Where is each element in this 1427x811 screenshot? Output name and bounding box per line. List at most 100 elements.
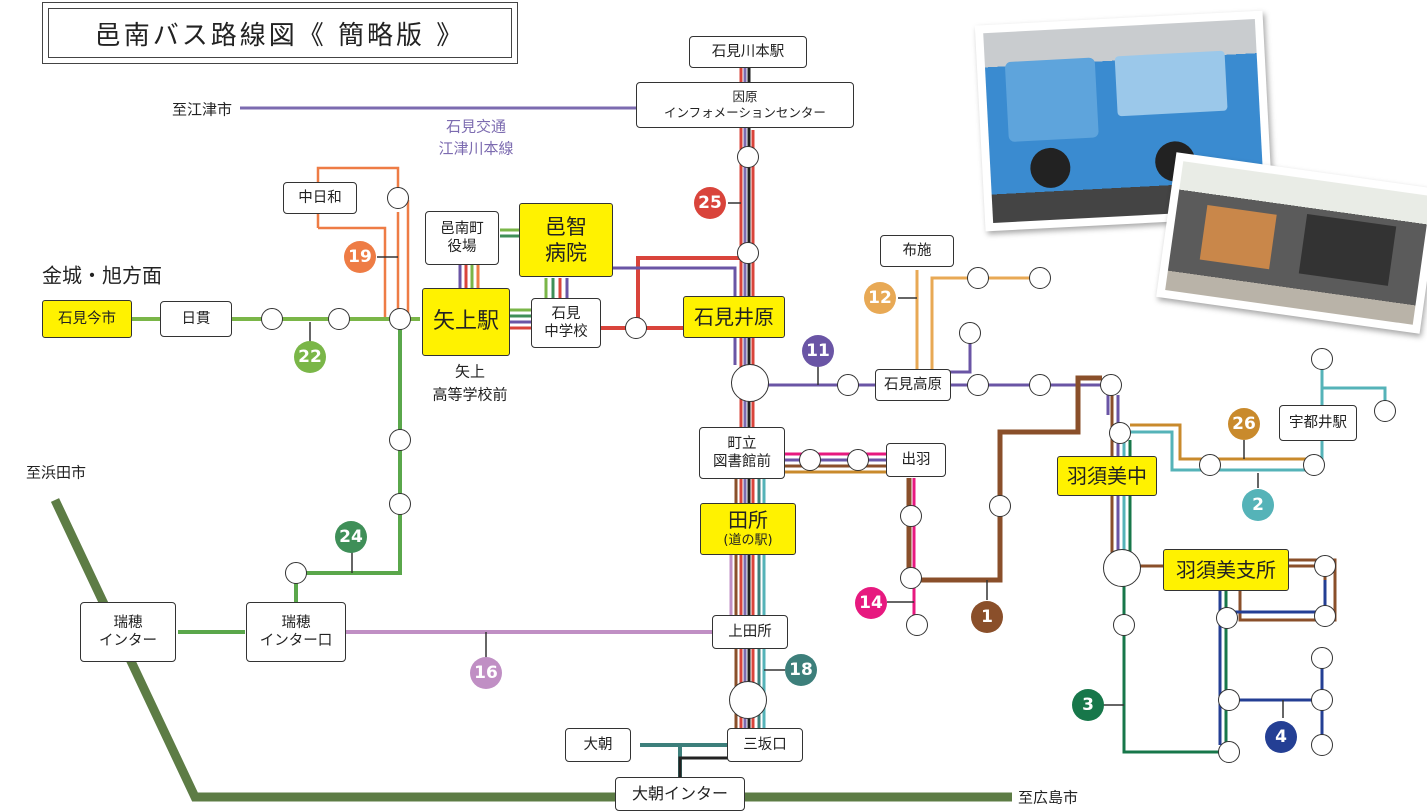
- station-tadokoro[interactable]: 田所 (道の駅): [700, 503, 796, 555]
- route-badge-16[interactable]: 16: [470, 657, 502, 689]
- station-inbara-line1: 因原: [732, 89, 758, 105]
- station-ochi-hospital[interactable]: 邑智 病院: [519, 203, 613, 277]
- route-badge-2[interactable]: 2: [1242, 489, 1274, 521]
- stop-circle[interactable]: [967, 267, 989, 289]
- stop-circle[interactable]: [625, 317, 647, 339]
- route-25-loop: [636, 256, 745, 318]
- stop-circle[interactable]: [1311, 734, 1333, 756]
- station-mizuho-ic-guchi-line1: 瑞穂: [281, 614, 311, 631]
- station-mizuho-ic-line1: 瑞穂: [113, 614, 143, 631]
- route-badge-26[interactable]: 26: [1228, 408, 1260, 440]
- station-tadokoro-line1: 田所: [728, 508, 768, 533]
- station-utsui[interactable]: 宇都井駅: [1279, 405, 1357, 441]
- route-badge-19[interactable]: 19: [344, 241, 376, 273]
- stop-circle[interactable]: [328, 308, 350, 330]
- misaka-link: [678, 756, 733, 778]
- stop-circle[interactable]: [1311, 689, 1333, 711]
- stop-circle[interactable]: [1311, 647, 1333, 669]
- stop-circle[interactable]: [389, 308, 411, 330]
- stop-circle[interactable]: [285, 562, 307, 584]
- stop-circle[interactable]: [1314, 555, 1336, 577]
- route-badge-18[interactable]: 18: [785, 654, 817, 686]
- route-11-branch: [950, 335, 972, 374]
- station-inbara[interactable]: 因原 インフォメーションセンター: [636, 82, 854, 128]
- route-badge-4[interactable]: 4: [1265, 721, 1297, 753]
- station-hasumi-naka[interactable]: 羽須美中: [1057, 456, 1157, 496]
- stop-circle[interactable]: [1029, 374, 1051, 396]
- station-mizuho-ic-line2: インター: [99, 633, 157, 649]
- stop-circle[interactable]: [1029, 267, 1051, 289]
- station-library[interactable]: 町立 図書館前: [699, 427, 785, 479]
- stop-circle[interactable]: [387, 187, 409, 209]
- stop-circle[interactable]: [1216, 607, 1238, 629]
- stop-circle[interactable]: [989, 495, 1011, 517]
- route-badge-3[interactable]: 3: [1072, 689, 1104, 721]
- station-oasa-ic[interactable]: 大朝インター: [615, 777, 745, 811]
- station-mizuho-ic-guchi-line2: インター口: [259, 633, 333, 649]
- stop-circle[interactable]: [737, 242, 759, 264]
- stop-circle[interactable]: [261, 308, 283, 330]
- stop-circle[interactable]: [1113, 614, 1135, 636]
- station-kamitadokoro[interactable]: 上田所: [712, 615, 788, 649]
- route-badge-14[interactable]: 14: [855, 587, 887, 619]
- station-library-line2: 図書館前: [713, 454, 771, 470]
- map-title: 邑南バス路線図《 簡略版 》: [48, 8, 512, 58]
- route-badge-25[interactable]: 25: [694, 187, 726, 219]
- station-iwami-kogen[interactable]: 石見高原: [875, 369, 951, 401]
- stop-circle[interactable]: [1199, 454, 1221, 476]
- station-nakahiwa[interactable]: 中日和: [283, 182, 357, 214]
- station-mizuho-ic[interactable]: 瑞穂 インター: [80, 602, 176, 662]
- stop-circle[interactable]: [959, 322, 981, 344]
- map-title-frame: 邑南バス路線図《 簡略版 》: [42, 2, 518, 64]
- station-fuse[interactable]: 布施: [880, 235, 954, 267]
- station-iwami-imaichi[interactable]: 石見今市: [42, 300, 132, 338]
- route-badge-12[interactable]: 12: [864, 282, 896, 314]
- station-iwami-chugakko-line1: 石見: [551, 305, 581, 322]
- route-badge-24[interactable]: 24: [335, 521, 367, 553]
- station-misakaguchi[interactable]: 三坂口: [727, 728, 803, 762]
- station-oasa[interactable]: 大朝: [565, 728, 631, 762]
- stop-circle[interactable]: [967, 374, 989, 396]
- stop-circle[interactable]: [1311, 348, 1333, 370]
- station-izuha[interactable]: 出羽: [886, 443, 946, 477]
- stop-circle[interactable]: [389, 429, 411, 451]
- route-badge-22[interactable]: 22: [294, 341, 326, 373]
- station-ohnan-yakuba[interactable]: 邑南町 役場: [425, 211, 499, 265]
- stop-circle-large[interactable]: [1103, 549, 1141, 587]
- station-iwami-chugakko[interactable]: 石見 中学校: [531, 298, 601, 348]
- stop-circle[interactable]: [799, 449, 821, 471]
- stop-circle[interactable]: [837, 374, 859, 396]
- station-ohnan-yakuba-line1: 邑南町: [440, 220, 484, 237]
- station-ochi-hospital-line2: 病院: [545, 241, 587, 265]
- yakami-cluster-lines: [458, 228, 569, 330]
- stop-circle[interactable]: [906, 614, 928, 636]
- stop-circle[interactable]: [737, 146, 759, 168]
- stop-circle[interactable]: [1100, 374, 1122, 396]
- station-library-line1: 町立: [727, 435, 757, 452]
- station-yakami[interactable]: 矢上駅: [422, 288, 510, 356]
- stop-circle[interactable]: [1109, 422, 1131, 444]
- stop-circle-large[interactable]: [729, 681, 767, 719]
- route-badge-1[interactable]: 1: [971, 601, 1003, 633]
- stop-circle[interactable]: [900, 505, 922, 527]
- stop-circle[interactable]: [847, 449, 869, 471]
- highway-line: [50, 498, 1010, 802]
- station-iwamikawamoto[interactable]: 石見川本駅: [689, 36, 807, 68]
- station-hinuki[interactable]: 日貫: [160, 301, 232, 337]
- station-iwami-chugakko-line2: 中学校: [544, 324, 588, 340]
- route-12-branch: [930, 276, 1040, 375]
- station-inbara-line2: インフォメーションセンター: [664, 105, 826, 120]
- stop-circle[interactable]: [1218, 689, 1240, 711]
- stop-circle[interactable]: [1218, 741, 1240, 763]
- stop-circle-large[interactable]: [731, 364, 769, 402]
- stop-circle[interactable]: [1303, 454, 1325, 476]
- station-iwami-ibara[interactable]: 石見井原: [683, 296, 785, 338]
- stop-circle[interactable]: [1314, 605, 1336, 627]
- route-badge-11[interactable]: 11: [802, 335, 834, 367]
- stop-circle[interactable]: [1374, 400, 1396, 422]
- station-hasumi-shisho[interactable]: 羽須美支所: [1163, 549, 1289, 591]
- stop-circle[interactable]: [900, 567, 922, 589]
- station-ochi-hospital-line1: 邑智: [545, 214, 587, 239]
- station-mizuho-ic-guchi[interactable]: 瑞穂 インター口: [246, 602, 346, 662]
- stop-circle[interactable]: [389, 493, 411, 515]
